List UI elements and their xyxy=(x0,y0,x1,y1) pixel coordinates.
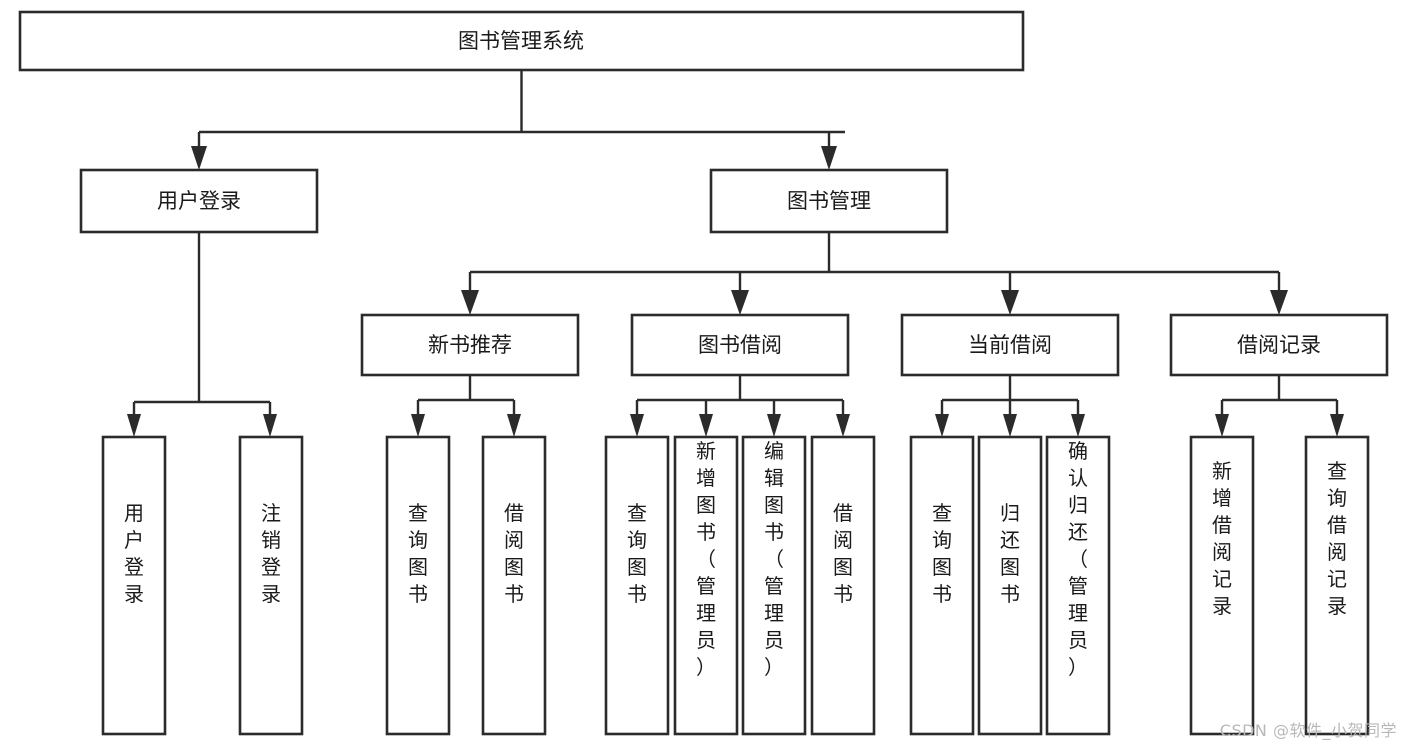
leaf-query-book-2-label: 查询图书 xyxy=(627,501,647,606)
leaf-add-record[interactable]: 新增借阅记录 xyxy=(1189,435,1255,736)
node-title-box[interactable]: 图书管理系统 xyxy=(18,10,1025,72)
leaf-borrow-book-1-label: 借阅图书 xyxy=(504,501,524,606)
leaf-confirm-return-label: 确认归还（管理员） xyxy=(1068,439,1088,679)
leaf-add-record-label: 新增借阅记录 xyxy=(1212,459,1232,618)
node-user-login-label: 用户登录 xyxy=(157,189,241,213)
leaf-edit-book[interactable]: 编辑图书（管理员） xyxy=(741,435,807,736)
leaf-user-login[interactable]: 用户登录 xyxy=(101,435,167,736)
node-book-borrow-label: 图书借阅 xyxy=(698,333,782,357)
leaf-borrow-book-1[interactable]: 借阅图书 xyxy=(481,435,547,736)
leaf-add-book[interactable]: 新增图书（管理员） xyxy=(673,435,739,736)
leaf-confirm-return[interactable]: 确认归还（管理员） xyxy=(1045,435,1111,736)
leaf-query-book-1[interactable]: 查询图书 xyxy=(385,435,451,736)
leaf-query-record-label: 查询借阅记录 xyxy=(1327,459,1347,618)
node-new-book-recommend-label: 新书推荐 xyxy=(428,333,512,357)
leaf-user-logout-label: 注销登录 xyxy=(261,501,281,606)
node-book-borrow[interactable]: 图书借阅 xyxy=(630,313,850,377)
node-book-management[interactable]: 图书管理 xyxy=(709,168,949,234)
node-current-borrow[interactable]: 当前借阅 xyxy=(900,313,1120,377)
node-user-login[interactable]: 用户登录 xyxy=(79,168,319,234)
leaf-user-logout[interactable]: 注销登录 xyxy=(238,435,304,736)
leaf-return-book[interactable]: 归还图书 xyxy=(977,435,1043,736)
leaf-query-book-3[interactable]: 查询图书 xyxy=(909,435,975,736)
leaf-query-book-1-label: 查询图书 xyxy=(408,501,428,606)
leaf-borrow-book-2-label: 借阅图书 xyxy=(833,501,853,606)
leaf-query-book-3-label: 查询图书 xyxy=(932,501,952,606)
node-book-management-label: 图书管理 xyxy=(787,189,871,213)
leaf-return-book-label: 归还图书 xyxy=(1000,501,1020,606)
leaf-user-login-label: 用户登录 xyxy=(124,501,144,606)
leaf-nodes: 用户登录 注销登录 查询图书 借阅图书 查询图书 新增图书（管理员） 编辑图书（… xyxy=(101,435,1370,736)
node-current-borrow-label: 当前借阅 xyxy=(968,333,1052,357)
leaf-add-book-label: 新增图书（管理员） xyxy=(696,439,716,679)
csdn-watermark: CSDN @软件_小贺同学 xyxy=(1219,721,1397,740)
node-borrow-record-label: 借阅记录 xyxy=(1237,333,1321,357)
node-title-label: 图书管理系统 xyxy=(458,29,584,53)
leaf-borrow-book-2[interactable]: 借阅图书 xyxy=(810,435,876,736)
leaf-edit-book-label: 编辑图书（管理员） xyxy=(764,439,784,679)
arrowheads xyxy=(127,146,1344,437)
leaf-query-record[interactable]: 查询借阅记录 xyxy=(1304,435,1370,736)
node-borrow-record[interactable]: 借阅记录 xyxy=(1169,313,1389,377)
leaf-query-book-2[interactable]: 查询图书 xyxy=(604,435,670,736)
node-new-book-recommend[interactable]: 新书推荐 xyxy=(360,313,580,377)
